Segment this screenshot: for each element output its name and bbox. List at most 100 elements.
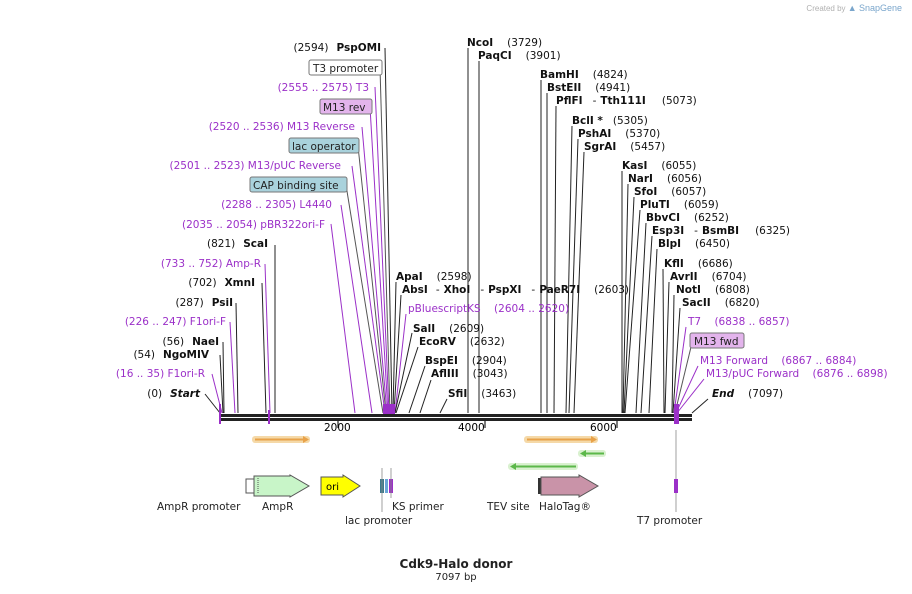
tick-6000: 6000 xyxy=(590,422,617,434)
leader-ecorv xyxy=(395,346,419,414)
leader-apai xyxy=(392,281,397,414)
leader-t3 xyxy=(374,86,390,414)
leader-sgrai xyxy=(573,151,585,414)
ori-shape xyxy=(320,474,361,498)
tick-4000: 4000 xyxy=(458,422,485,434)
leader-pbr322ori xyxy=(330,223,356,414)
label-xmni: (702)XmnI xyxy=(188,277,255,289)
leader-bbvci xyxy=(635,222,647,414)
feature-label-t7-promoter: T7 promoter xyxy=(636,515,703,527)
leader-nari xyxy=(622,183,629,414)
label-afliii: AflIII(3043) xyxy=(431,368,508,380)
feature-label-ks-primer: KS primer xyxy=(392,501,444,513)
label-nari: NarI(6056) xyxy=(628,173,702,185)
label-ncoi: NcoI(3729) xyxy=(467,37,542,49)
ampr-shape xyxy=(253,474,310,498)
leader-sali xyxy=(394,332,413,414)
leader-esp3i xyxy=(640,235,653,414)
snapgene-logo-icon: ▲ xyxy=(847,3,857,13)
leader-avrii xyxy=(664,281,670,414)
box-lac-operator: lac operator xyxy=(292,141,356,153)
leader-kfli xyxy=(662,268,665,414)
label-m13-reverse: (2520 .. 2536) M13 Reverse xyxy=(209,121,355,133)
label-bcli: BclI *(5305) xyxy=(572,115,648,127)
label-f1ori-r: (16 .. 35) F1ori-R xyxy=(116,368,205,380)
box-m13-rev: M13 rev xyxy=(323,102,366,114)
leader-sfoi xyxy=(623,196,635,414)
label-psii: (287)PsiI xyxy=(175,297,233,309)
box-m13-fwd: M13 fwd xyxy=(694,336,739,348)
label-pshai: PshAI(5370) xyxy=(578,128,660,140)
leader-pspomi xyxy=(384,47,393,414)
label-sfoi: SfoI(6057) xyxy=(634,186,706,198)
label-m13-forward: M13 Forward (6867 .. 6884) xyxy=(700,355,856,367)
label-bbvci: BbvCI(6252) xyxy=(646,212,729,224)
box-cap-binding-site: CAP binding site xyxy=(253,180,339,192)
label-avrii: AvrII(6704) xyxy=(670,271,747,283)
leader-pbluescriptks xyxy=(394,313,407,414)
leader-m13-puc-forward xyxy=(676,378,705,414)
backbone xyxy=(219,404,692,428)
ori-label: ori xyxy=(326,482,339,493)
feature-track: ori xyxy=(245,430,678,512)
label-amp-r: (733 .. 752) Amp-R xyxy=(161,258,261,270)
label-kfli: KflI(6686) xyxy=(664,258,733,270)
leader-amp-r xyxy=(264,263,271,414)
label-esp3i: Esp3I-BsmBI(6325) xyxy=(652,225,790,237)
leader-xhoi xyxy=(393,294,402,414)
label-noti: NotI(6808) xyxy=(676,284,750,296)
map-length: 7097 bp xyxy=(435,572,477,583)
leader-bspei xyxy=(408,365,426,414)
leader-afliii xyxy=(419,379,432,414)
snapgene-credit: Created by ▲ SnapGene xyxy=(806,3,902,13)
label-t7: T7 (6838 .. 6857) xyxy=(687,316,789,328)
ampr-promoter-shape xyxy=(245,478,255,494)
leader-end xyxy=(691,398,709,414)
label-bamhi: BamHI(4824) xyxy=(540,69,628,81)
label-pluti: PluTI(6059) xyxy=(640,199,719,211)
leader-l4440 xyxy=(340,204,373,414)
label-f1ori-f: (226 .. 247) F1ori-F xyxy=(125,316,226,328)
tev-site-shape xyxy=(538,478,541,494)
label-naei: (56)NaeI xyxy=(163,336,219,348)
label-m13-puc-forward: M13/pUC Forward (6876 .. 6898) xyxy=(706,368,888,380)
feature-label-lac-promoter: lac promoter xyxy=(345,515,413,527)
label-apai: ApaI(2598) xyxy=(396,271,472,283)
label-l4440: (2288 .. 2305) L4440 xyxy=(221,199,332,211)
leader-cap-site xyxy=(345,184,384,414)
map-title: Cdk9-Halo donor xyxy=(399,557,513,571)
feature-label-ampr-promoter: AmpR promoter xyxy=(157,501,241,513)
label-scai: (821)ScaI xyxy=(207,238,268,250)
credit-text: Created by xyxy=(806,4,846,13)
leader-m13-puc-reverse xyxy=(351,165,386,414)
label-pspomi: (2594)PspOMI xyxy=(294,42,381,54)
leader-lac-operator xyxy=(357,145,387,414)
leader-start xyxy=(204,393,221,414)
leader-sacii xyxy=(672,307,681,414)
box-t3-promoter: T3 promoter xyxy=(312,63,379,75)
brand-name: SnapGene xyxy=(858,3,902,13)
label-kasi: KasI(6055) xyxy=(622,160,696,172)
label-blpi: BlpI(6450) xyxy=(658,238,730,250)
leader-ngomiv xyxy=(219,354,224,414)
label-ecorv: EcoRV(2632) xyxy=(419,336,505,348)
label-m13-puc-reverse: (2501 .. 2523) M13/pUC Reverse xyxy=(169,160,341,172)
label-sacii: SacII(6820) xyxy=(682,297,760,309)
leader-bcli xyxy=(565,125,573,414)
leader-pshai xyxy=(568,138,579,414)
leader-t3-promoter xyxy=(379,67,391,414)
label-t3: (2555 .. 2575) T3 xyxy=(278,82,369,94)
label-bspei: BspEI(2904) xyxy=(425,355,507,367)
tick-2000: 2000 xyxy=(324,422,351,434)
label-sgrai: SgrAI(5457) xyxy=(584,141,665,153)
label-sali: SalI(2609) xyxy=(413,323,484,335)
feature-label-tev-site: TEV site xyxy=(486,501,530,513)
label-sfii: SfiI(3463) xyxy=(448,388,516,400)
label-pbr322ori-f: (2035 .. 2054) pBR322ori-F xyxy=(182,219,325,231)
leader-blpi xyxy=(648,248,658,414)
label-ngomiv: (54)NgoMIV xyxy=(133,349,209,361)
leader-f1ori-f xyxy=(229,321,236,414)
leader-noti xyxy=(671,294,675,414)
label-start: (0)Start xyxy=(147,388,201,400)
